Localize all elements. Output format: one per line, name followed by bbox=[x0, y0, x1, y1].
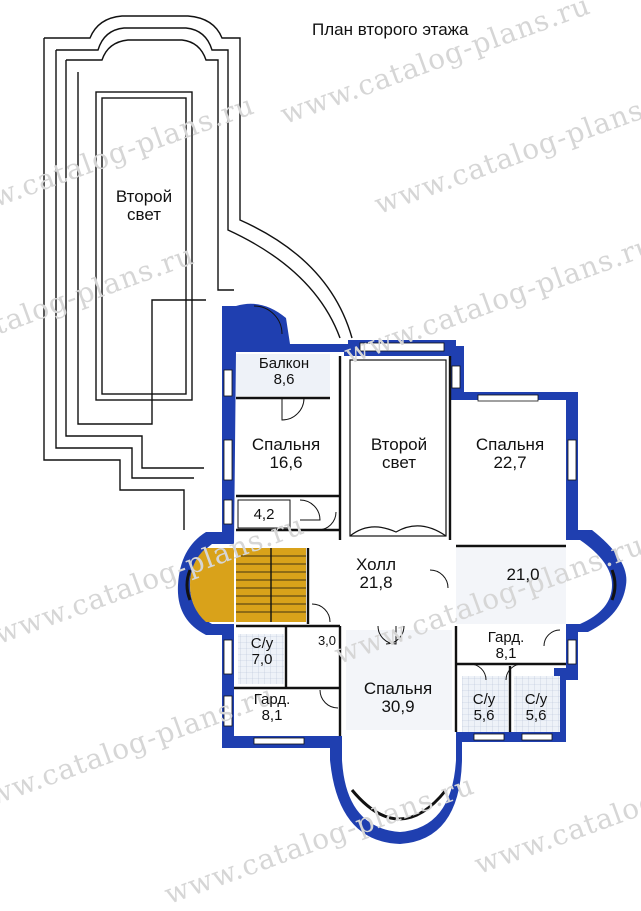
second-light-void-outline bbox=[43, 15, 353, 530]
door-swings bbox=[253, 305, 561, 709]
room-label-lounge: 21,0 bbox=[506, 565, 540, 584]
storage-room bbox=[237, 499, 291, 529]
master-floor bbox=[346, 630, 452, 730]
second-light-center-void bbox=[349, 359, 447, 537]
room-label-wardrobe-left: Гард.8,1 bbox=[253, 691, 291, 724]
balcony-floor bbox=[236, 354, 330, 396]
windows bbox=[185, 342, 617, 821]
bath-right-2-floor bbox=[514, 676, 560, 732]
partitions bbox=[234, 356, 566, 736]
room-label-storage: 4,2 bbox=[253, 506, 275, 523]
staircase bbox=[190, 548, 306, 622]
bath-left-floor bbox=[238, 634, 284, 684]
lounge-floor bbox=[456, 548, 566, 624]
room-label-wardrobe-right: Гард.8,1 bbox=[487, 629, 525, 662]
room-label-closet-small: 3,0 bbox=[317, 633, 337, 648]
bath-right-1-floor bbox=[462, 676, 508, 732]
hall-curved-edge bbox=[349, 525, 447, 537]
plan-title: План второго этажа bbox=[312, 20, 469, 39]
